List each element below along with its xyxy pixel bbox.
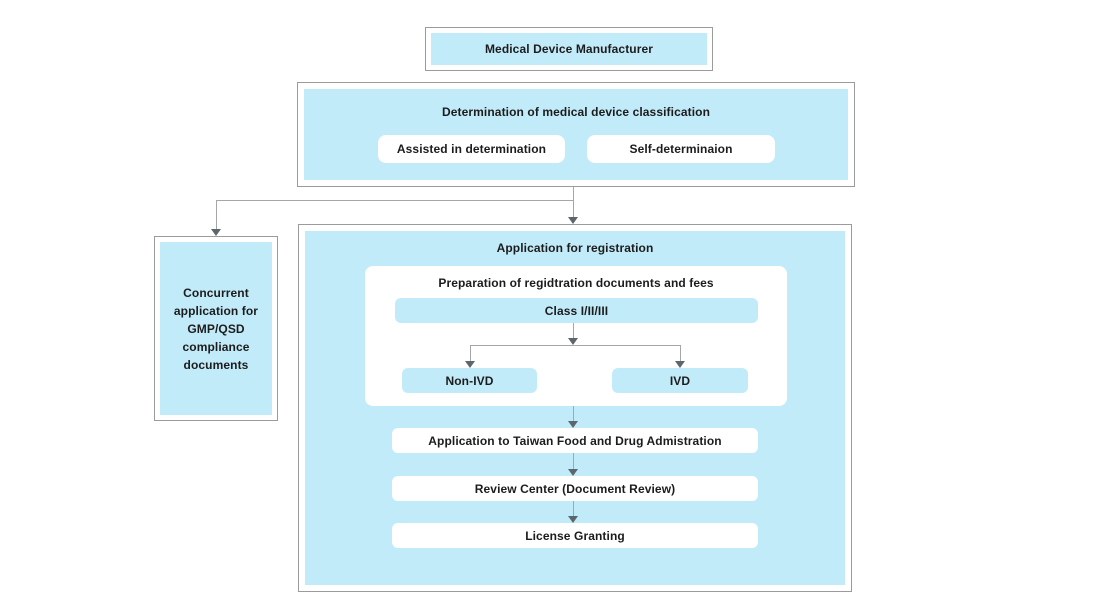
classification-title: Determination of medical device classifi… [441, 105, 711, 119]
ivd-label: IVD [669, 373, 691, 388]
arrow-down-to-registration-icon [568, 217, 578, 224]
assisted-determination-label: Assisted in determination [396, 142, 547, 156]
class-box: Class I/II/III [395, 298, 758, 323]
connector-branch-horizontal-line [470, 345, 680, 346]
tfda-application-label: Application to Taiwan Food and Drug Admi… [428, 433, 722, 448]
tfda-application-box: Application to Taiwan Food and Drug Admi… [392, 428, 758, 453]
assisted-determination-box: Assisted in determination [378, 135, 565, 163]
arrow-down-branch-junction-icon [568, 338, 578, 345]
self-determination-label: Self-determinaion [629, 142, 733, 156]
ivd-box: IVD [612, 368, 748, 393]
license-granting-label: License Granting [525, 528, 625, 543]
gmp-label: Concurrent application for GMP/QSD compl… [173, 285, 259, 372]
connector-to-gmp-line [216, 200, 217, 229]
review-center-label: Review Center (Document Review) [474, 481, 676, 496]
connector-tfda-to-review-line [573, 453, 574, 469]
connector-to-ivd-line [680, 345, 681, 361]
registration-title: Application for registration [496, 241, 654, 255]
non-ivd-box: Non-IVD [402, 368, 537, 393]
arrow-down-to-license-icon [568, 516, 578, 523]
manufacturer-box: Medical Device Manufacturer [425, 27, 713, 71]
self-determination-box: Self-determinaion [587, 135, 775, 163]
connector-prep-to-tfda-line [573, 406, 574, 421]
arrow-down-to-ivd-icon [675, 361, 685, 368]
gmp-box-fill: Concurrent application for GMP/QSD compl… [160, 242, 272, 415]
connector-review-to-license-line [573, 501, 574, 516]
registration-container: Application for registration Preparation… [298, 224, 852, 592]
class-label: Class I/II/III [544, 303, 609, 318]
connector-class-to-branch-line [573, 323, 574, 338]
connector-branch-left-line [216, 200, 573, 201]
non-ivd-label: Non-IVD [445, 373, 494, 388]
review-center-box: Review Center (Document Review) [392, 476, 758, 501]
arrow-down-to-gmp-icon [211, 229, 221, 236]
gmp-box: Concurrent application for GMP/QSD compl… [154, 236, 278, 421]
classification-container: Determination of medical device classifi… [297, 82, 855, 187]
arrow-down-to-nonivd-icon [465, 361, 475, 368]
arrow-down-to-review-icon [568, 469, 578, 476]
arrow-down-to-tfda-icon [568, 421, 578, 428]
preparation-box: Preparation of regidtration documents an… [365, 266, 787, 406]
license-granting-box: License Granting [392, 523, 758, 548]
manufacturer-label: Medical Device Manufacturer [484, 42, 654, 56]
preparation-title: Preparation of regidtration documents an… [438, 276, 714, 290]
connector-to-nonivd-line [470, 345, 471, 361]
connector-classification-to-registration-line [573, 187, 574, 217]
manufacturer-box-fill: Medical Device Manufacturer [431, 33, 707, 65]
classification-fill [304, 89, 848, 180]
